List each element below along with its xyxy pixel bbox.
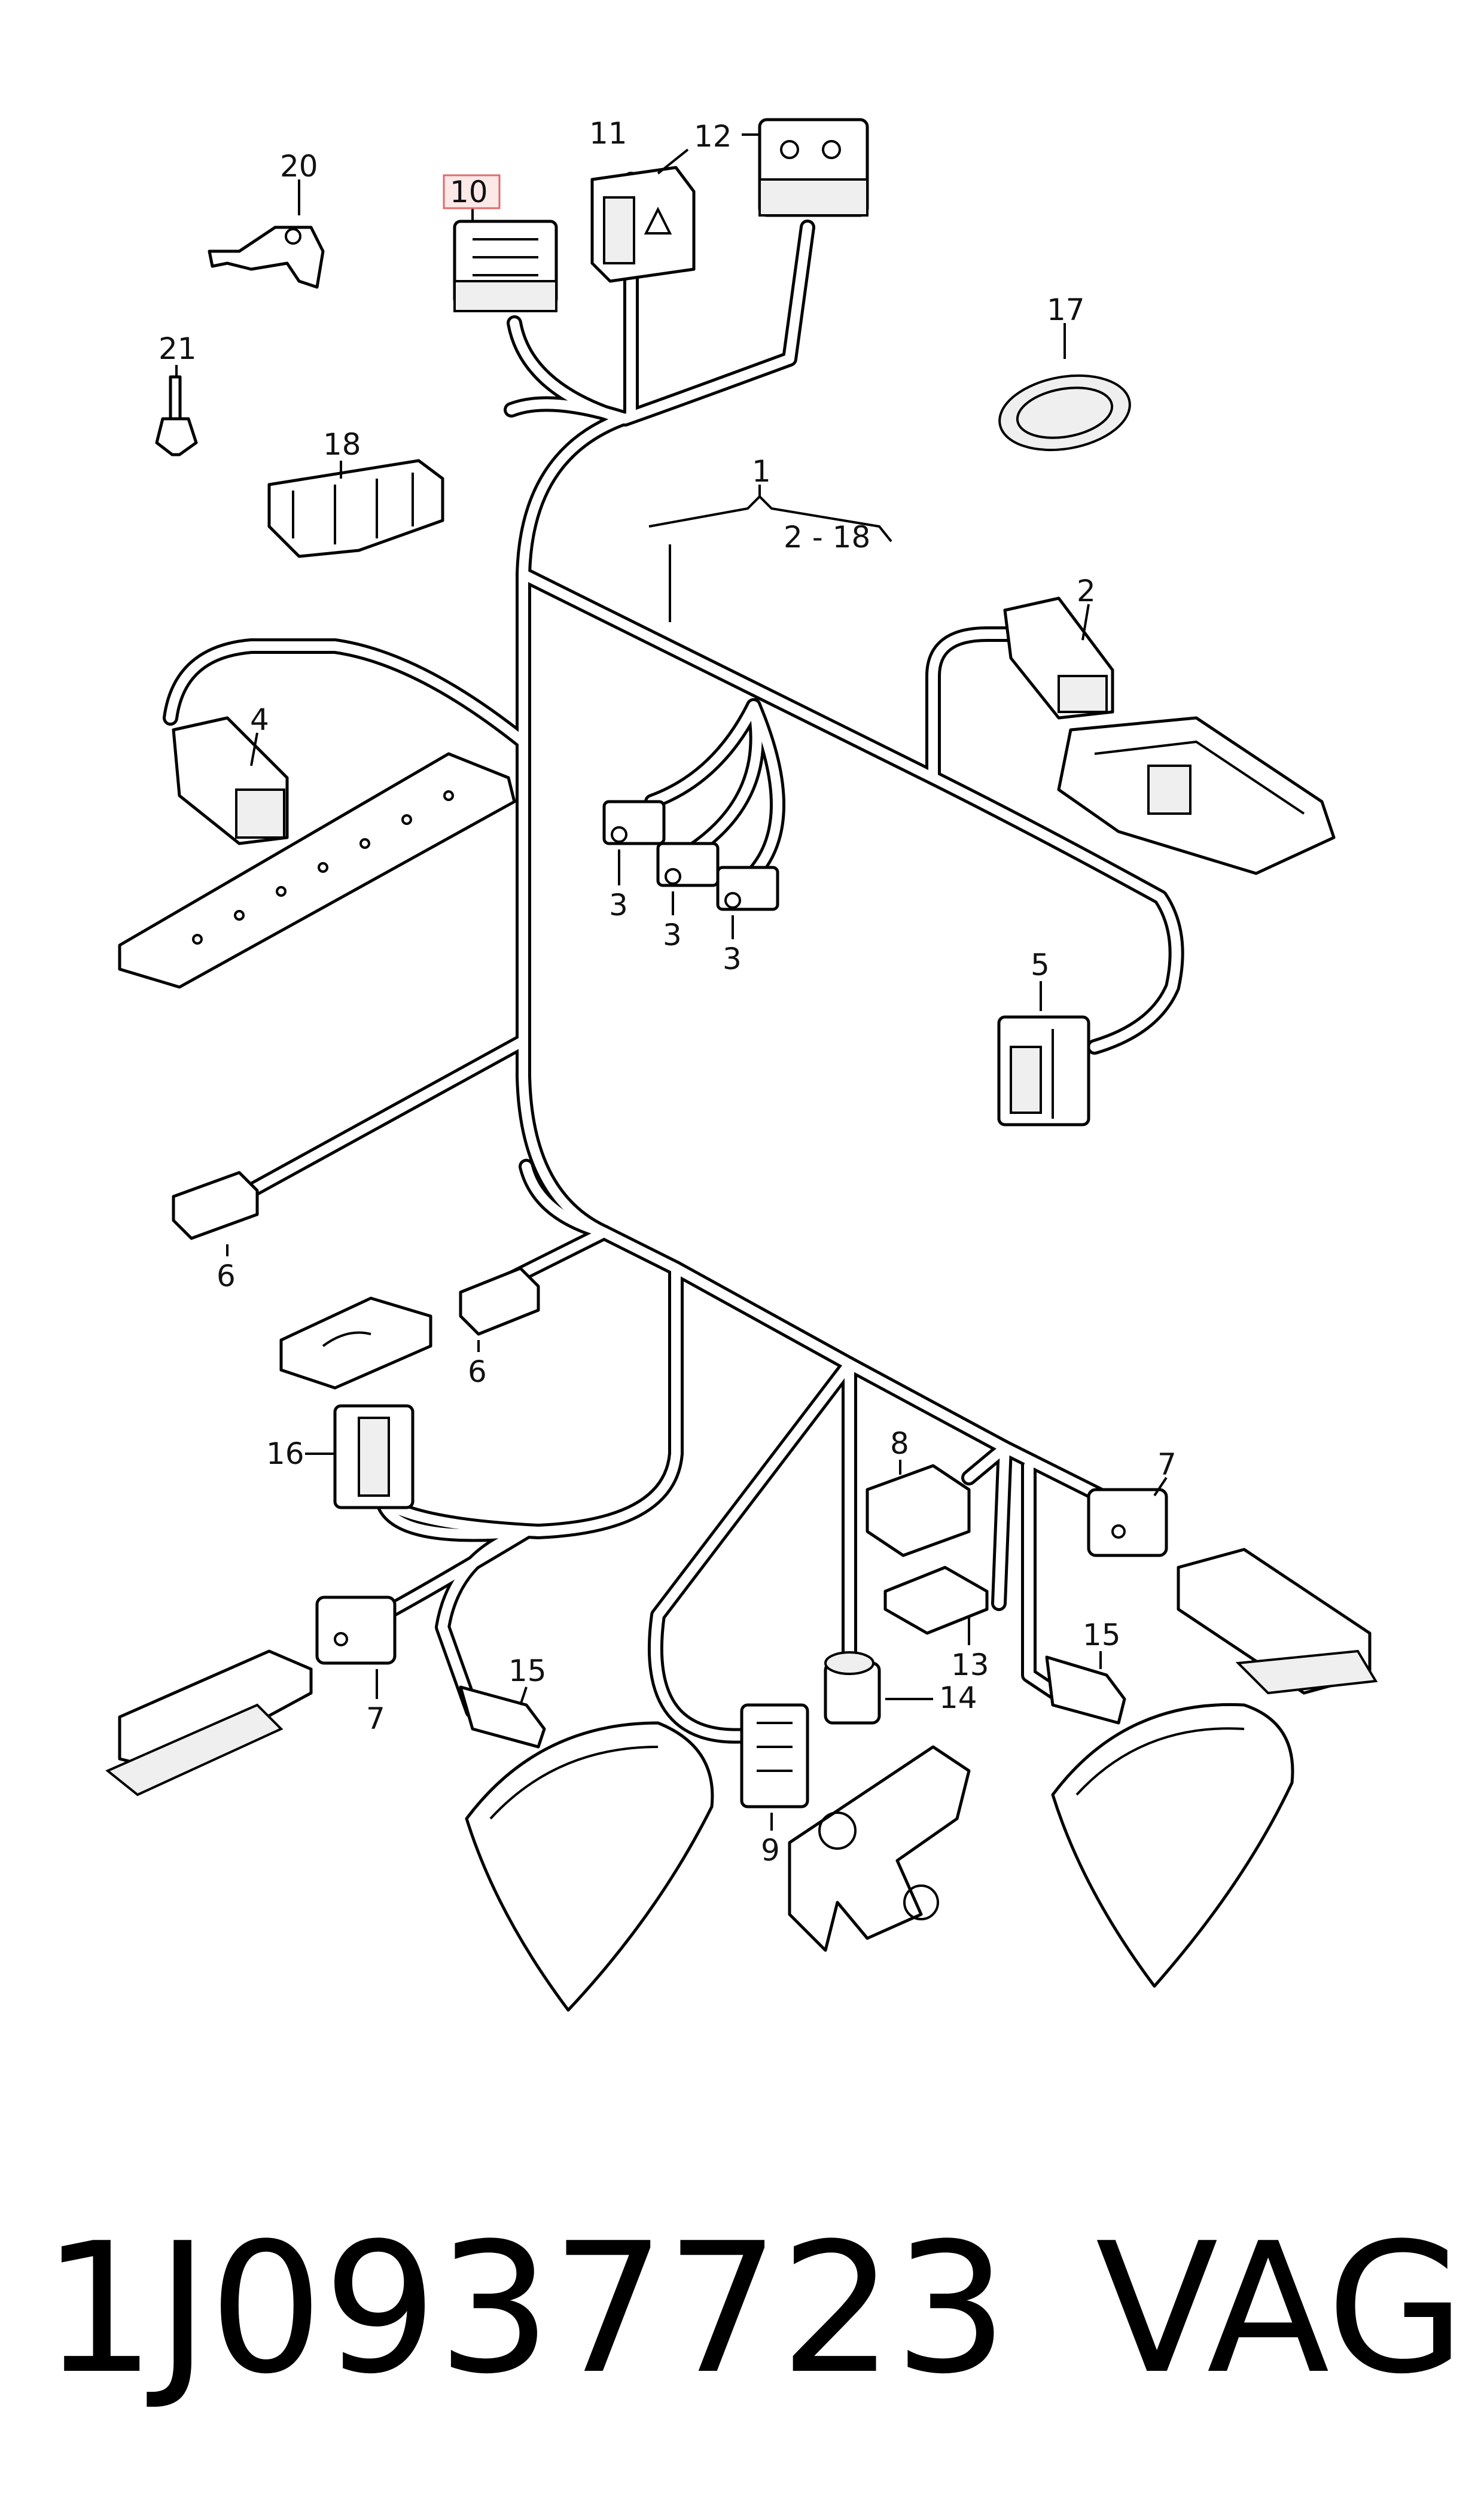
callout-3c: 3 xyxy=(723,942,742,976)
callout-3b: 3 xyxy=(663,918,682,952)
callout-14: 14 xyxy=(939,1680,977,1715)
terminal-13-icon xyxy=(883,1566,989,1635)
connector-7a-icon xyxy=(315,1596,397,1665)
callout-15a: 15 xyxy=(508,1654,547,1688)
callout-7b: 7 xyxy=(1157,1447,1177,1482)
callout-5: 5 xyxy=(1031,948,1050,982)
connector-7b-icon xyxy=(1087,1488,1168,1557)
sensor-14-icon xyxy=(824,1651,881,1725)
callout-3a: 3 xyxy=(609,888,628,922)
callout-20: 20 xyxy=(280,149,318,184)
connector-5-icon xyxy=(997,1015,1090,1126)
callout-18: 18 xyxy=(323,427,361,462)
callout-labels: 1 2 - 18 2 3 3 3 4 5 6 6 7 7 8 9 10 11 1… xyxy=(159,116,1177,1868)
callout-13: 13 xyxy=(951,1648,989,1682)
callout-12: 12 xyxy=(694,119,732,154)
connector-3a-icon xyxy=(602,800,666,845)
callout-15b: 15 xyxy=(1083,1618,1121,1652)
connector-10-icon xyxy=(453,220,558,312)
motor-icon xyxy=(788,1745,971,1952)
bracket-20-icon xyxy=(208,226,325,289)
connector-2-icon xyxy=(1003,596,1114,720)
connector-3b-icon xyxy=(656,842,720,887)
connector-9-icon xyxy=(740,1703,809,1808)
callout-2: 2 xyxy=(1077,574,1096,608)
connector-3c-icon xyxy=(716,866,779,911)
callout-8: 8 xyxy=(890,1426,909,1461)
callout-17: 17 xyxy=(1047,293,1085,327)
holder-18-icon xyxy=(267,459,444,558)
lamp-strip-icon xyxy=(118,752,516,989)
callout-1: 1 xyxy=(752,454,771,489)
lamp-left-icon xyxy=(465,1721,714,2012)
callout-range: 2 - 18 xyxy=(784,520,870,555)
clip-21-icon xyxy=(155,375,198,456)
socket-11-icon xyxy=(590,166,696,283)
connector-4-icon xyxy=(172,716,289,845)
lamp-right-icon xyxy=(1051,1703,1294,1988)
callout-4: 4 xyxy=(250,702,269,737)
connector-6a-icon xyxy=(172,1171,259,1240)
brand-name: VAG xyxy=(1095,2205,1465,2413)
footer: 1J0937723 VAG xyxy=(42,2213,1465,2405)
switch-plate-icon xyxy=(279,1296,432,1390)
connector-15b-icon xyxy=(1045,1655,1126,1725)
callout-11: 11 xyxy=(589,116,627,151)
socket-housing-right-icon xyxy=(1177,1548,1378,1695)
callout-16: 16 xyxy=(266,1436,304,1471)
connector-16-icon xyxy=(333,1404,415,1509)
leader-lines xyxy=(175,133,1168,1831)
connector-6b-icon xyxy=(459,1266,540,1336)
highlight-box-10 xyxy=(443,174,501,209)
grommet-17-icon xyxy=(998,374,1131,452)
connector-12-icon xyxy=(758,118,869,217)
callout-6b: 6 xyxy=(468,1354,487,1389)
connector-15a-icon xyxy=(459,1685,546,1749)
callout-9: 9 xyxy=(761,1833,780,1868)
part-number: 1J0937723 xyxy=(42,2205,1008,2413)
callout-7a: 7 xyxy=(366,1701,385,1736)
lamp-housing-icon xyxy=(1057,716,1336,875)
callout-6a: 6 xyxy=(217,1259,236,1293)
callout-21: 21 xyxy=(159,331,197,366)
connector-8-icon xyxy=(866,1464,971,1557)
socket-housing-left-icon xyxy=(105,1649,313,1797)
callout-10: 10 xyxy=(450,175,488,209)
